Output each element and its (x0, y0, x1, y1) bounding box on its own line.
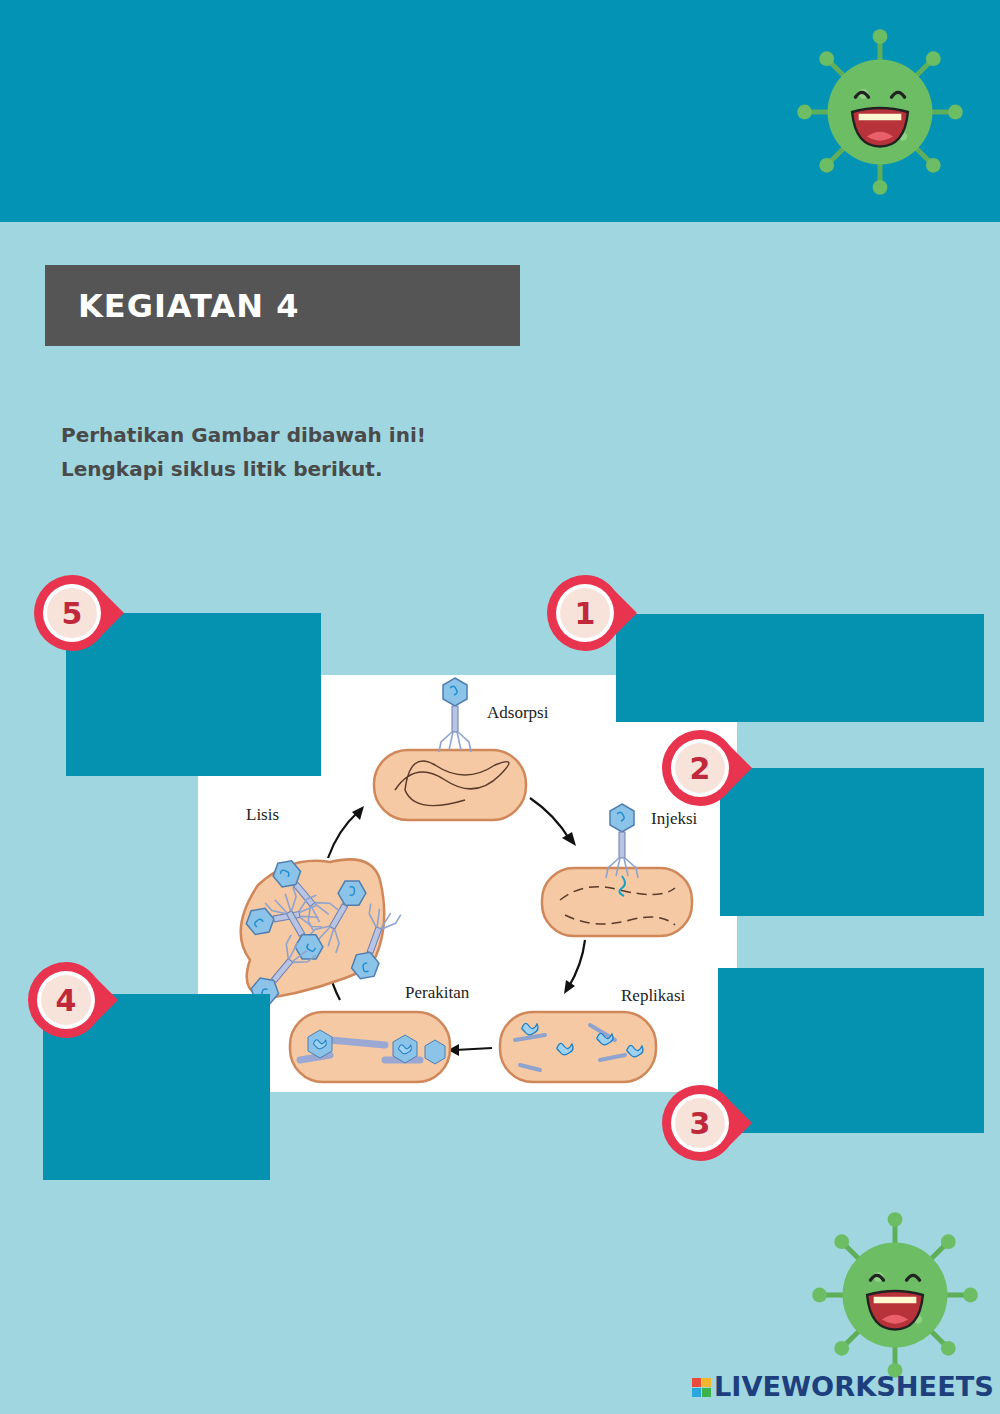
callout-number-badge: 5 (32, 573, 112, 653)
callout-number: 5 (62, 596, 83, 631)
stage-label: Replikasi (621, 986, 685, 1006)
stage-label: Lisis (246, 805, 279, 825)
watermark: LIVEWORKSHEETS (714, 1371, 994, 1402)
callout-number: 2 (690, 751, 711, 786)
instruction-text: Perhatikan Gambar dibawah ini! Lengkapi … (61, 418, 491, 486)
callout-number: 3 (690, 1106, 711, 1141)
activity-title: KEGIATAN 4 (78, 287, 299, 325)
callout-number-badge: 1 (545, 573, 625, 653)
activity-title-box: KEGIATAN 4 (45, 265, 520, 346)
callout-number: 1 (575, 596, 596, 631)
callout-number-badge: 3 (660, 1083, 740, 1163)
callout-number-badge: 4 (26, 960, 106, 1040)
callout-number: 4 (56, 983, 77, 1018)
stage-label: Adsorpsi (487, 703, 548, 723)
stage-label: Injeksi (651, 809, 697, 829)
callout-number-badge: 2 (660, 728, 740, 808)
stage-label: Perakitan (405, 983, 469, 1003)
